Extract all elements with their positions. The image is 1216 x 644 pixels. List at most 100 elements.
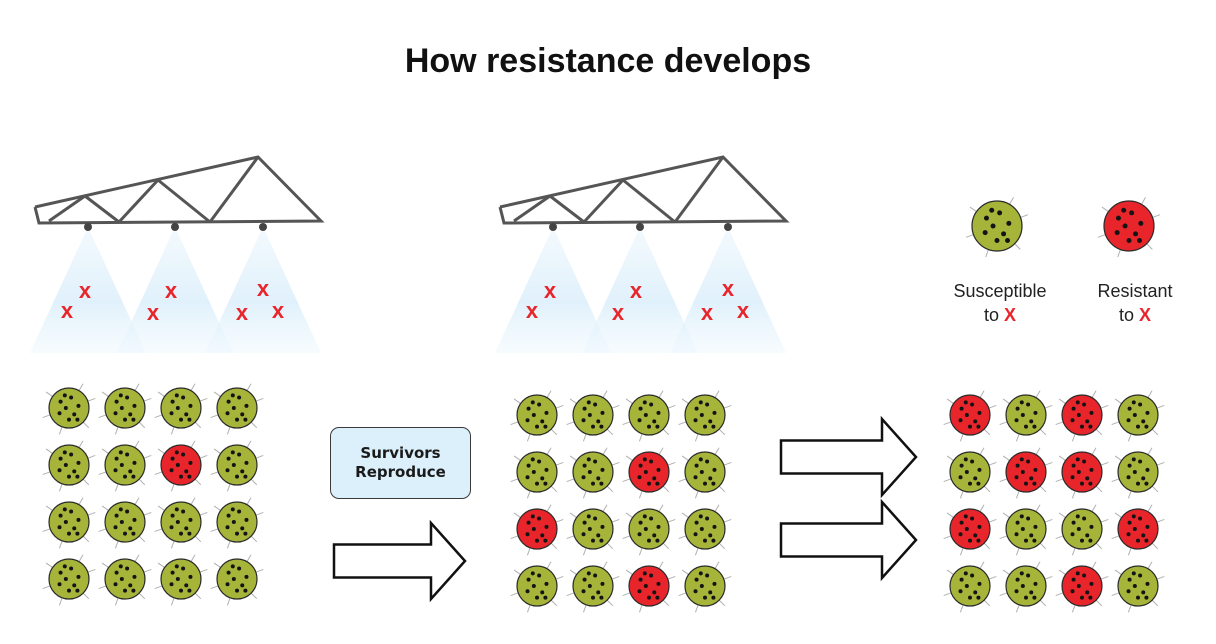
herbicide-mark: x <box>630 278 643 303</box>
population-generation-1 <box>42 383 264 606</box>
susceptible-bug <box>1055 504 1109 556</box>
herbicide-mark: x <box>272 298 285 323</box>
susceptible-bug <box>1111 561 1165 613</box>
susceptible-bug <box>98 383 152 435</box>
spray-cone <box>670 227 786 353</box>
susceptible-bug <box>999 390 1053 442</box>
legend-resistant: Resistant to X <box>1078 279 1192 327</box>
arrow-icon <box>779 498 918 582</box>
susceptible-bug <box>1111 447 1165 499</box>
boom-frame <box>498 155 790 225</box>
susceptible-bug <box>98 440 152 492</box>
herbicide-mark: x <box>526 298 539 323</box>
callout-line-1: Survivors <box>360 444 441 462</box>
resistant-bug <box>1055 390 1109 442</box>
susceptible-bug <box>678 390 732 442</box>
nozzle-icon <box>259 223 267 231</box>
legend-susceptible-bug <box>965 197 1029 258</box>
susceptible-bug <box>566 561 620 613</box>
resistant-bug <box>943 390 997 442</box>
spray-cone <box>30 227 146 353</box>
legend-resistant-label: Resistant <box>1097 281 1173 301</box>
susceptible-bug <box>510 447 564 499</box>
spray-cone <box>117 227 233 353</box>
susceptible-bug <box>566 504 620 556</box>
herbicide-mark: x <box>165 278 178 303</box>
legend-susceptible-mark: X <box>1004 305 1017 325</box>
resistant-bug <box>1055 561 1109 613</box>
herbicide-mark: x <box>722 276 735 301</box>
nozzle-icon <box>84 223 92 231</box>
herbicide-mark: x <box>61 298 74 323</box>
spray-cone <box>582 227 698 353</box>
nozzle-icon <box>636 223 644 231</box>
nozzle-icon <box>171 223 179 231</box>
susceptible-bug <box>42 440 96 492</box>
susceptible-bug <box>98 554 152 606</box>
susceptible-bug <box>210 440 264 492</box>
susceptible-bug <box>678 447 732 499</box>
susceptible-bug <box>154 497 208 549</box>
legend-resistant-sub: to X <box>1118 305 1152 325</box>
arrows <box>332 415 918 603</box>
herbicide-mark: x <box>257 276 270 301</box>
susceptible-bug <box>510 390 564 442</box>
resistant-bug <box>154 440 208 492</box>
resistant-bug <box>510 504 564 556</box>
population-generation-3 <box>943 390 1165 613</box>
susceptible-bug <box>622 504 676 556</box>
resistant-bug <box>999 447 1053 499</box>
susceptible-bug <box>42 497 96 549</box>
nozzle-icon <box>549 223 557 231</box>
susceptible-bug <box>999 561 1053 613</box>
susceptible-bug <box>210 497 264 549</box>
herbicide-mark: x <box>544 278 557 303</box>
susceptible-bug <box>42 554 96 606</box>
resistant-bug <box>943 504 997 556</box>
resistant-bug <box>622 447 676 499</box>
resistant-bug <box>1055 447 1109 499</box>
herbicide-mark: x <box>737 298 750 323</box>
boom-frame <box>33 155 325 225</box>
susceptible-bug <box>999 504 1053 556</box>
susceptible-bug <box>98 497 152 549</box>
susceptible-bug <box>678 561 732 613</box>
legend-susceptible: Susceptible to X <box>938 279 1062 327</box>
susceptible-bug <box>1111 390 1165 442</box>
susceptible-bug <box>678 504 732 556</box>
susceptible-bug <box>510 561 564 613</box>
legend-susceptible-label: Susceptible <box>953 281 1047 301</box>
susceptible-bug <box>154 383 208 435</box>
legend-resistant-mark: X <box>1139 305 1152 325</box>
resistant-bug <box>1111 504 1165 556</box>
arrow-icon <box>779 415 918 499</box>
legend-icons <box>965 197 1161 258</box>
callout-line-2: Reproduce <box>355 463 446 481</box>
population-generation-2 <box>510 390 732 613</box>
susceptible-bug <box>566 390 620 442</box>
susceptible-bug <box>42 383 96 435</box>
herbicide-mark: x <box>612 300 625 325</box>
herbicide-mark: x <box>147 300 160 325</box>
resistant-bug <box>622 561 676 613</box>
legend-resistant-bug <box>1097 197 1161 258</box>
susceptible-bug <box>210 383 264 435</box>
herbicide-mark: x <box>79 278 92 303</box>
diagram-title: How resistance develops <box>404 42 812 80</box>
susceptible-bug <box>943 561 997 613</box>
susceptible-bug <box>943 447 997 499</box>
spray-cone <box>205 227 321 353</box>
survivors-reproduce-callout: Survivors Reproduce <box>330 427 471 499</box>
legend-susceptible-sub: to X <box>983 305 1017 325</box>
nozzle-icon <box>724 223 732 231</box>
susceptible-bug <box>566 447 620 499</box>
spray-cone <box>495 227 611 353</box>
arrow-icon <box>332 519 467 603</box>
susceptible-bug <box>154 554 208 606</box>
susceptible-bug <box>622 390 676 442</box>
susceptible-bug <box>210 554 264 606</box>
herbicide-mark: x <box>701 300 714 325</box>
